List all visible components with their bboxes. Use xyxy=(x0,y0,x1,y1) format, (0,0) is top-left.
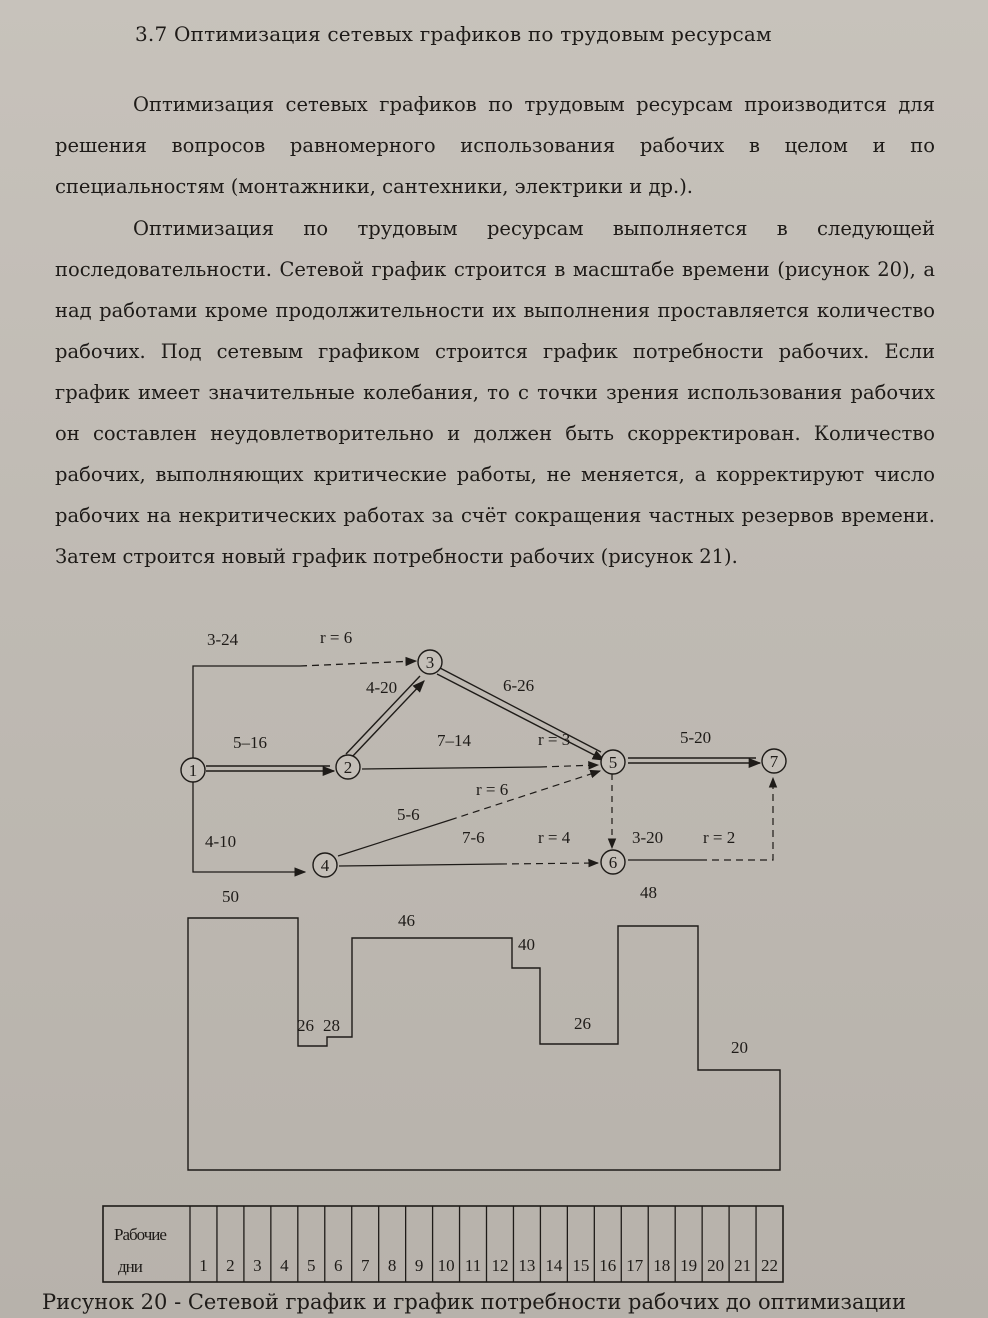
label-r-2-5: r = 3 xyxy=(538,730,570,749)
hist-label-28: 28 xyxy=(323,1016,340,1035)
histogram-outline xyxy=(187,917,781,1171)
edge-6-7-reserve xyxy=(700,776,778,861)
label-r-6-7: r = 2 xyxy=(703,828,735,847)
edge-1-4 xyxy=(192,782,307,877)
worker-histogram: 50 46 40 26 28 26 48 20 xyxy=(187,883,781,1171)
day-cell-9: 9 xyxy=(415,1256,424,1275)
svg-text:6: 6 xyxy=(609,853,618,872)
svg-text:1: 1 xyxy=(189,761,198,780)
edge-1-3 xyxy=(192,665,300,770)
day-cell-8: 8 xyxy=(388,1256,397,1275)
label-4-6: 7-6 xyxy=(462,828,485,847)
edge-1-3-reserve xyxy=(299,656,418,667)
svg-text:3: 3 xyxy=(426,653,435,672)
day-cell-16: 16 xyxy=(599,1256,616,1275)
day-cell-7: 7 xyxy=(361,1256,370,1275)
label-r-4-5: r = 6 xyxy=(476,780,508,799)
day-cell-20: 20 xyxy=(707,1256,724,1275)
node-7: 7 xyxy=(761,748,787,774)
paragraph-1: Оптимизация сетевых графиков по трудовым… xyxy=(55,93,935,198)
svg-text:2: 2 xyxy=(344,758,353,777)
node-6: 6 xyxy=(600,849,626,875)
day-cell-15: 15 xyxy=(572,1256,589,1275)
label-1-4: 4-10 xyxy=(205,832,236,851)
day-cell-21: 21 xyxy=(734,1256,751,1275)
day-cell-4: 4 xyxy=(280,1256,289,1275)
day-cell-14: 14 xyxy=(545,1256,563,1275)
edge-labels: 3-24 r = 6 4-20 6-26 5–16 7–14 r = 3 5-2… xyxy=(205,628,735,851)
svg-text:5: 5 xyxy=(609,753,618,772)
edge-2-3 xyxy=(345,675,421,755)
day-cell-10: 10 xyxy=(438,1256,455,1275)
edge-4-5-reserve xyxy=(449,769,602,821)
label-2-3: 4-20 xyxy=(366,678,397,697)
edge-2-5-reserve xyxy=(539,761,600,770)
hist-label-20: 20 xyxy=(731,1038,748,1057)
day-cell-1: 1 xyxy=(199,1256,208,1275)
day-cell-12: 12 xyxy=(491,1256,508,1275)
day-cell-3: 3 xyxy=(253,1256,262,1275)
figure-caption: Рисунок 20 - Сетевой график и график пот… xyxy=(42,1290,907,1314)
day-cell-18: 18 xyxy=(653,1256,670,1275)
node-1: 1 xyxy=(180,757,206,783)
label-2-5: 7–14 xyxy=(437,731,472,750)
day-cell-19: 19 xyxy=(680,1256,697,1275)
label-1-2: 5–16 xyxy=(233,733,267,752)
edge-2-5 xyxy=(361,766,541,770)
day-cell-6: 6 xyxy=(334,1256,343,1275)
day-cell-5: 5 xyxy=(307,1256,316,1275)
hist-label-26a: 26 xyxy=(297,1016,314,1035)
label-5-7: 5-20 xyxy=(680,728,711,747)
edge-4-6 xyxy=(338,863,501,867)
node-3: 3 xyxy=(417,649,443,675)
label-3-5: 6-26 xyxy=(503,676,534,695)
edge-4-6-reserve xyxy=(499,858,600,868)
day-cell-13: 13 xyxy=(518,1256,535,1275)
label-r-1-3: r = 6 xyxy=(320,628,352,647)
label-r-4-6: r = 4 xyxy=(538,828,571,847)
node-2: 2 xyxy=(335,754,361,780)
section-heading: 3.7 Оптимизация сетевых графиков по труд… xyxy=(135,22,772,46)
day-cell-22: 22 xyxy=(761,1256,778,1275)
node-5: 5 xyxy=(600,749,626,775)
network-edges xyxy=(192,656,778,877)
day-cell-2: 2 xyxy=(226,1256,235,1275)
network-nodes: 1 2 3 4 5 6 7 xyxy=(180,649,787,878)
edge-4-5 xyxy=(337,819,451,857)
day-cell-11: 11 xyxy=(465,1256,481,1275)
hist-label-50: 50 xyxy=(222,887,239,906)
label-6-7: 3-20 xyxy=(632,828,663,847)
paragraph-2: Оптимизация по трудовым ресурсам выполня… xyxy=(55,217,935,568)
hist-label-46: 46 xyxy=(398,911,415,930)
day-cell-17: 17 xyxy=(626,1256,644,1275)
label-1-3: 3-24 xyxy=(207,630,239,649)
node-4: 4 xyxy=(312,852,338,878)
hist-label-26b: 26 xyxy=(574,1014,591,1033)
svg-text:4: 4 xyxy=(321,856,330,875)
svg-text:7: 7 xyxy=(770,752,779,771)
edge-3-5 xyxy=(439,667,602,753)
hist-label-40: 40 xyxy=(518,935,535,954)
label-4-5: 5-6 xyxy=(397,805,420,824)
table-header-workers: Рабочие xyxy=(114,1225,166,1244)
table-header-days: дни xyxy=(118,1257,143,1276)
hist-label-48: 48 xyxy=(640,883,657,902)
